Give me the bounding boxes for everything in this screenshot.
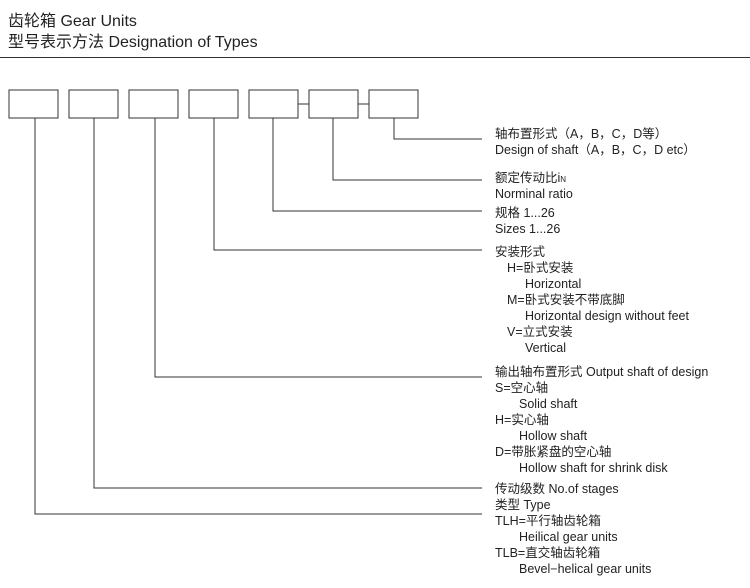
leader-line-ratio xyxy=(332,118,482,181)
output-d-en: Hollow shaft for shrink disk xyxy=(519,461,668,475)
ratio-label-en: Norminal ratio xyxy=(495,187,573,201)
shaft-design-label-cn: 轴布置形式（A，B，C，D等） xyxy=(495,127,668,141)
code-box-size xyxy=(248,89,299,119)
output-s-en: Solid shaft xyxy=(519,397,578,411)
size-label-en: Sizes 1...26 xyxy=(495,222,561,236)
stages-label: 传动级数 No.of stages xyxy=(495,482,619,496)
shaft-design-label-en: Design of shaft（A，B，C，D etc） xyxy=(495,143,696,157)
type-tlh-en: Heilical gear units xyxy=(519,530,618,544)
mounting-title: 安装形式 xyxy=(495,245,546,259)
output-h-cn: H=实心轴 xyxy=(495,413,549,427)
code-box-type xyxy=(8,89,59,119)
mounting-v-cn: V=立式安装 xyxy=(507,325,573,339)
type-tlb-en: Bevel−helical gear units xyxy=(519,562,652,576)
leader-line-size xyxy=(272,118,482,212)
ratio-label-cn: 额定传动比iN xyxy=(495,171,567,185)
mounting-m-cn: M=卧式安装不带底脚 xyxy=(507,293,625,307)
type-tlb-cn: TLB=直交轴齿轮箱 xyxy=(495,546,601,560)
title-divider xyxy=(0,57,750,58)
code-box-stages xyxy=(68,89,119,119)
mounting-v-en: Vertical xyxy=(525,341,566,355)
type-tlh-cn: TLH=平行轴齿轮箱 xyxy=(495,514,601,528)
leader-line-stages xyxy=(93,118,482,489)
output-h-en: Hollow shaft xyxy=(519,429,588,443)
output-d-cn: D=带胀紧盘的空心轴 xyxy=(495,445,612,459)
output-shaft-title: 输出轴布置形式 Output shaft of design xyxy=(495,365,709,379)
output-s-cn: S=空心轴 xyxy=(495,381,549,395)
page-title: 齿轮箱 Gear Units xyxy=(8,13,137,30)
mounting-m-en: Horizontal design without feet xyxy=(525,309,689,323)
leader-line-type xyxy=(34,118,482,515)
code-box-shaft-design xyxy=(368,89,419,119)
size-label-cn: 规格 1...26 xyxy=(495,206,555,220)
code-box-mounting xyxy=(188,89,239,119)
mounting-h-cn: H=卧式安装 xyxy=(507,261,574,275)
leader-line-mounting xyxy=(213,118,482,251)
leader-line-output-shaft xyxy=(154,118,482,378)
page-subtitle: 型号表示方法 Designation of Types xyxy=(8,34,258,51)
type-title: 类型 Type xyxy=(495,498,551,512)
code-box-ratio xyxy=(308,89,359,119)
mounting-h-en: Horizontal xyxy=(525,277,582,291)
leader-line-shaft-design xyxy=(393,118,482,140)
code-box-output-shaft xyxy=(128,89,179,119)
